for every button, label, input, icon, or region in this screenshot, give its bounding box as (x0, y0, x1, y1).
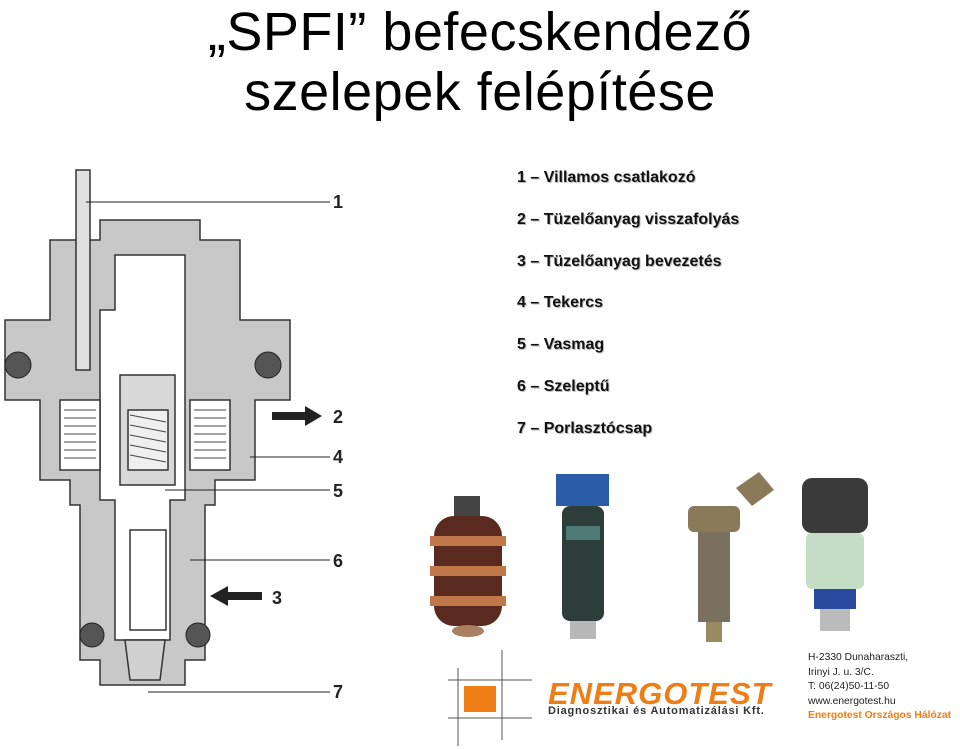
callout-2: 2 (333, 407, 343, 427)
injector-photo-2 (556, 474, 609, 639)
contact-info: H-2330 Dunaharaszti, Irinyi J. u. 3/C. T… (808, 651, 951, 724)
injector-photo-4 (802, 478, 868, 631)
company-subtitle: Diagnosztikai és Automatizálási Kft. (548, 705, 765, 717)
network-name: Energotest Országos Hálózat (808, 710, 952, 721)
legend-item: 4 – Tekercs (517, 294, 603, 312)
company-name: ENERGOTEST (548, 676, 772, 711)
legend-list: 1 – Villamos csatlakozó 2 – Tüzelőanyag … (517, 168, 739, 461)
callout-4: 4 (333, 447, 343, 467)
callout-3: 3 (272, 588, 282, 608)
valve-needle (129, 529, 167, 631)
o-ring (185, 622, 211, 648)
page-title: „SPFI” befecskendező szelepek felépítése (0, 2, 960, 122)
return-flow-arrow (272, 406, 322, 426)
title-line-1: „SPFI” befecskendező (207, 2, 753, 62)
o-ring (4, 351, 32, 379)
address-line-2: Irinyi J. u. 3/C. (808, 666, 874, 678)
legend-item: 2 – Tüzelőanyag visszafolyás (517, 210, 740, 228)
address-line-1: H-2330 Dunaharaszti, (808, 652, 909, 663)
injector-photo-3 (688, 472, 774, 642)
callout-5: 5 (333, 481, 343, 501)
o-ring (254, 351, 282, 379)
injector-photos (430, 472, 868, 642)
callout-7: 7 (333, 682, 343, 702)
injector-cross-section-diagram: 1 2 4 5 6 3 7 (4, 169, 343, 702)
logo-square (464, 686, 496, 712)
callout-6: 6 (333, 551, 343, 571)
callout-1: 1 (333, 192, 343, 212)
legend-item: 5 – Vasmag (517, 336, 605, 354)
spring (127, 409, 169, 471)
energotest-logo-mark (448, 650, 532, 746)
website-link[interactable]: www.energotest.hu (808, 695, 896, 707)
title-line-2: szelepek felépítése (244, 62, 716, 122)
legend-item: 7 – Porlasztócsap (517, 419, 653, 437)
inlet-flow-arrow (210, 586, 262, 606)
legend-item: 3 – Tüzelőanyag bevezetés (517, 252, 722, 270)
phone: T: 06(24)50-11-50 (808, 681, 890, 692)
o-ring (79, 622, 105, 648)
legend-item: 6 – Szeleptű (517, 377, 610, 395)
injector-photo-1 (430, 496, 506, 637)
nozzle-tip (124, 639, 166, 681)
connector-pin (75, 169, 91, 371)
legend-item: 1 – Villamos csatlakozó (517, 169, 696, 186)
